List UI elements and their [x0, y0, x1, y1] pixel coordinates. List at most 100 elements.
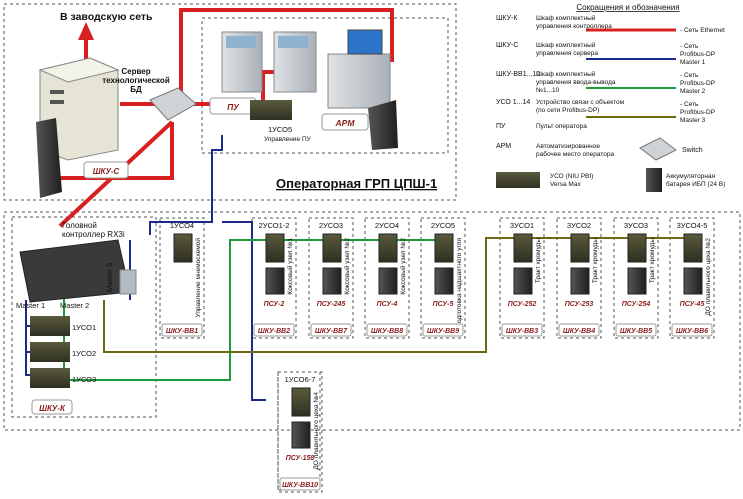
uso-top-name: 1УСО5 — [268, 125, 292, 134]
rack-frame — [556, 217, 602, 339]
battery-icon — [291, 421, 311, 449]
uso-module-icon — [322, 233, 342, 263]
rack-frame — [277, 371, 323, 493]
uso-module-icon — [570, 233, 590, 263]
rack-name: 3УСО3 — [624, 221, 648, 230]
uso-top-desc: Управление ПУ — [264, 136, 312, 143]
uso-module-icon — [173, 233, 193, 263]
uso-module-icon — [513, 233, 533, 263]
switch-icon — [149, 87, 197, 121]
legend-line-label: Profibus-DP — [680, 109, 715, 116]
master-label: Master 1 — [16, 301, 45, 310]
legend-text: управления сервера — [536, 50, 598, 57]
shku-badge — [671, 323, 713, 337]
rack-name: 1УСО4 — [170, 221, 194, 230]
rack-shku: ШКУ-ВВ7 — [315, 328, 348, 335]
rack-frame — [420, 217, 466, 339]
shku-badge — [279, 477, 321, 491]
controller-label: контроллер RX3i — [62, 230, 125, 239]
field-frame — [3, 211, 741, 431]
operator-console-icon — [209, 31, 317, 115]
ups-icon — [36, 118, 129, 198]
shku-badge — [422, 323, 464, 337]
legend-line-label: - Сеть Ethernet — [680, 27, 725, 34]
rack-desc: Тракт хромуды — [649, 238, 656, 283]
rack-shku: ШКУ-ВВ10 — [282, 482, 318, 489]
legend-text: рабочее место оператора — [536, 150, 614, 158]
rack-desc: ДО плавильного цеха №4 — [313, 392, 320, 470]
arrow-up-icon — [78, 22, 94, 40]
rack-psu: ПСУ-245 — [317, 301, 346, 308]
rack-desc: Подготовка надшахтного угля — [456, 238, 463, 328]
rack-desc: Тракт хромуды — [535, 238, 542, 283]
legend-battery-label: батарея ИБП (24 В) — [666, 180, 725, 188]
legend-line-label: Master 3 — [680, 117, 706, 124]
uso-module-icon — [378, 233, 398, 263]
legend-text: управления ввода-вывода — [536, 79, 616, 86]
rack-frame — [613, 217, 659, 339]
rack-psu: ПСУ-158 — [286, 455, 315, 462]
rack-shku: ШКУ-ВВ6 — [676, 328, 708, 335]
rack-desc: ДО плавильного цеха №2 — [705, 238, 712, 316]
rack-name: 2УСО3 — [319, 221, 343, 230]
rack-frame — [499, 217, 545, 339]
uso-module-icon — [434, 233, 454, 263]
legend-abbr: ШКУ-С — [496, 42, 518, 49]
rack-name: 2УСО4 — [375, 221, 399, 230]
legend-uso-label: Versa Max — [550, 181, 581, 188]
legend-title: Сокращения и обозначения — [576, 3, 679, 12]
legend-line-label: - Сеть — [680, 43, 699, 50]
shku-badge — [558, 323, 600, 337]
rack-frame — [364, 217, 410, 339]
uso-module-icon — [265, 233, 285, 263]
rack-frame — [669, 217, 715, 339]
internet-label: В заводскую сеть — [60, 11, 153, 23]
battery-icon — [265, 267, 285, 295]
master-label: Master 2 — [60, 301, 89, 310]
rack-desc: Управление мнемосхемой — [194, 238, 202, 318]
server-label: Сервер — [121, 67, 150, 76]
rack-shku: ШКУ-ВВ1 — [166, 328, 198, 335]
shku-s-badge — [83, 161, 129, 179]
legend-abbr: ШКУ-К — [496, 15, 518, 22]
legend-switch-icon — [639, 137, 677, 161]
legend-line-label: Master 2 — [680, 88, 706, 95]
legend-abbr: ПУ — [496, 123, 506, 130]
server-icon — [38, 57, 120, 161]
rack-psu: ПСУ-5 — [433, 301, 454, 308]
legend-text: Пульт оператора — [536, 123, 587, 130]
legend-switch-label: Switch — [682, 147, 703, 154]
shku-badge — [501, 323, 543, 337]
rack-shku: ШКУ-ВВ9 — [427, 328, 459, 335]
battery-icon — [322, 267, 342, 295]
legend-line-label: - Сеть — [680, 101, 699, 108]
rack-desc: Коксовый узел №2 — [399, 238, 407, 295]
legend-text: Шкаф комплектный — [536, 41, 596, 49]
profibus-master3 — [103, 237, 690, 353]
rack-shku: ШКУ-ВВ4 — [563, 328, 595, 335]
legend-text: Шкаф комплектный — [536, 14, 596, 22]
master-label: Master 3 — [105, 263, 114, 292]
rack-name: 2УСО1-2 — [259, 221, 290, 230]
legend-uso-label: УСО (NIU PBI) — [550, 173, 593, 180]
head-controller-icon — [19, 239, 137, 303]
controller-label: Головной — [62, 221, 97, 230]
battery-icon — [570, 267, 590, 295]
legend-text: Устройство связи с объектом — [536, 98, 625, 106]
uso-module-icon — [683, 233, 703, 263]
shku-badge — [161, 323, 203, 337]
legend-line-label: Profibus-DP — [680, 80, 715, 87]
legend-abbr: ШКУ-ВВ1...10 — [496, 71, 540, 78]
arm-label: АРМ — [335, 118, 356, 128]
server-label: БД — [130, 85, 142, 94]
legend-abbr: АРМ — [496, 143, 511, 150]
rack-shku: ШКУ-ВВ3 — [506, 328, 538, 335]
legend-text: Автоматизированное — [536, 143, 600, 150]
pu-label: ПУ — [227, 102, 240, 112]
uso-module-icon — [627, 233, 647, 263]
operator-zone-title: Операторная ГРП ЦПШ-1 — [276, 176, 437, 191]
rack-psu: ПСУ-253 — [565, 301, 594, 308]
operator-desk-frame — [201, 17, 449, 154]
shku-badge — [366, 323, 408, 337]
